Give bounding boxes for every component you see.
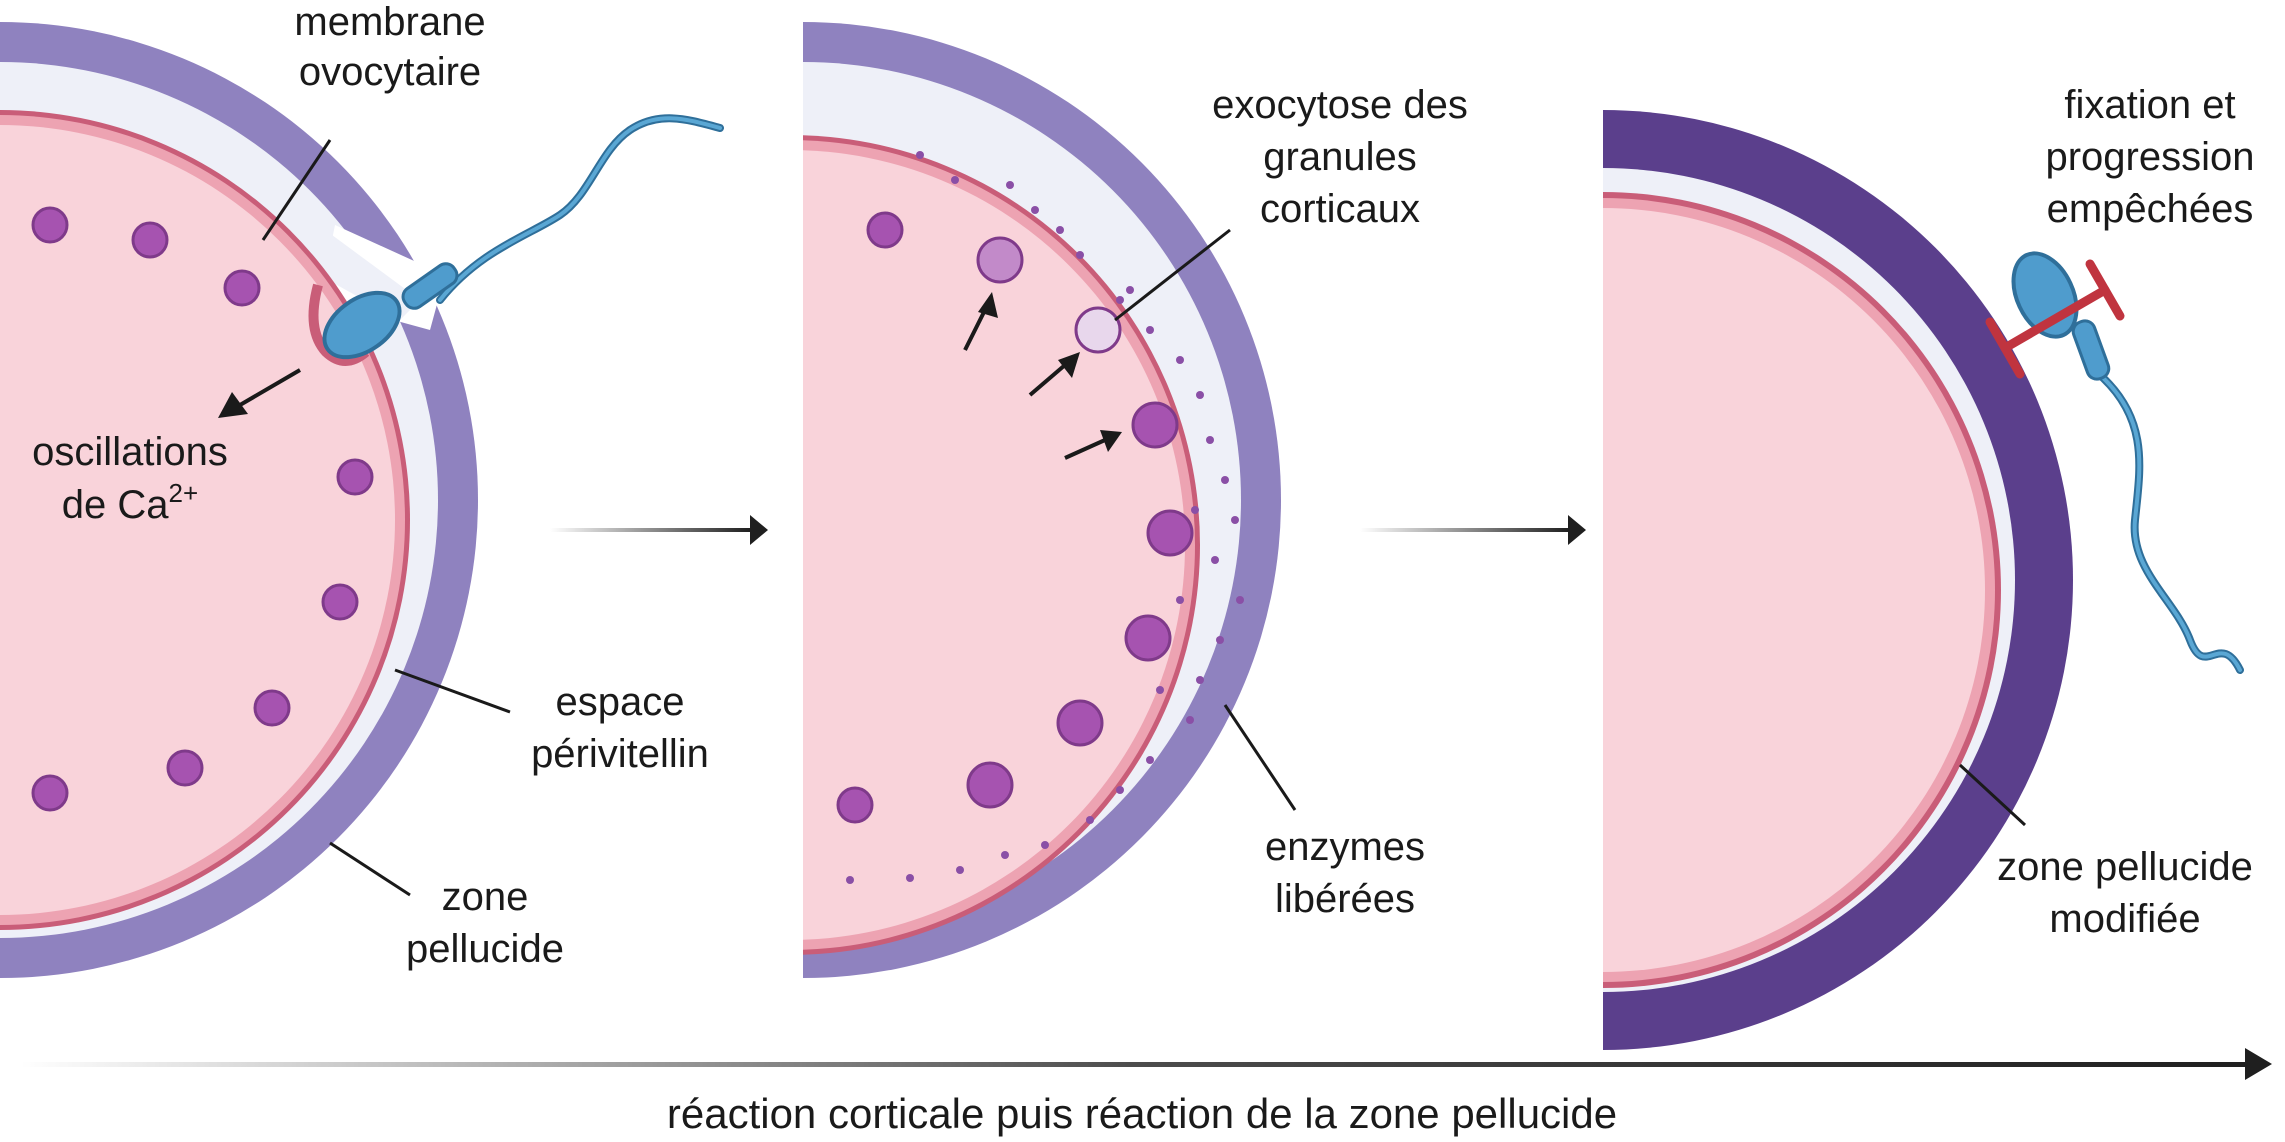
released-enzymes bbox=[846, 151, 1244, 884]
label-calcium-sup: 2+ bbox=[169, 478, 199, 508]
sperm-midpiece-1 bbox=[401, 262, 459, 310]
leader-exocytose bbox=[1114, 228, 1231, 322]
label-espace-line2: périvitellin bbox=[531, 732, 709, 776]
sperm-midpiece-3 bbox=[2071, 319, 2111, 381]
label-fixation-line1: fixation et bbox=[2064, 83, 2235, 127]
label-calcium-line1: oscillations bbox=[32, 430, 228, 474]
transition-arrow-2 bbox=[1360, 515, 1586, 545]
sperm-head-1 bbox=[322, 290, 402, 360]
panel-zona-reaction: fixation et progression empêchées zone p… bbox=[1603, 83, 2255, 1050]
leader-zone bbox=[329, 841, 411, 897]
exocytosis-arrows bbox=[963, 292, 1122, 460]
sperm-1 bbox=[322, 114, 724, 360]
timeline: réaction corticale puis réaction de la z… bbox=[20, 1048, 2272, 1137]
label-espace-line1: espace bbox=[556, 680, 685, 724]
leader-membrane bbox=[261, 139, 332, 241]
cytoplasm-1 bbox=[0, 125, 395, 915]
cytoplasm-3 bbox=[1603, 208, 1985, 972]
label-zone-line2: pellucide bbox=[406, 927, 564, 971]
timeline-label: réaction corticale puis réaction de la z… bbox=[667, 1090, 1617, 1137]
label-enzymes-line1: enzymes bbox=[1265, 825, 1425, 869]
timeline-arrow-shaft bbox=[20, 1062, 2250, 1067]
label-zone-line1: zone bbox=[442, 875, 529, 919]
label-fixation-line3: empêchées bbox=[2047, 187, 2254, 231]
exocytosing-granules bbox=[836, 211, 1194, 824]
label-exocytose-line3: corticaux bbox=[1260, 187, 1420, 231]
transition-arrow-1 bbox=[550, 515, 768, 545]
label-calcium-line2: de Ca2+ bbox=[62, 478, 198, 527]
label-calcium-prefix: de Ca bbox=[62, 483, 169, 527]
label-zone-mod-line1: zone pellucide bbox=[1997, 845, 2253, 889]
panel-fertilization: membrane ovocytaire oscillations de Ca2+… bbox=[0, 0, 724, 978]
label-membrane-line2: ovocytaire bbox=[299, 50, 481, 94]
sperm-tail-3 bbox=[2096, 371, 2244, 674]
leader-enzymes bbox=[1223, 704, 1297, 811]
label-membrane-line1: membrane bbox=[294, 0, 485, 44]
panel-cortical-reaction: exocytose des granules corticaux enzymes… bbox=[803, 22, 1468, 978]
label-exocytose-line2: granules bbox=[1263, 135, 1416, 179]
timeline-arrow-head bbox=[2245, 1048, 2272, 1080]
block-symbol bbox=[1985, 259, 2125, 379]
calcium-arrow-head bbox=[218, 392, 248, 418]
label-enzymes-line2: libérées bbox=[1275, 877, 1415, 921]
cytoplasm-2 bbox=[803, 150, 1185, 940]
label-zone-mod-line2: modifiée bbox=[2049, 897, 2200, 941]
calcium-arrow-shaft bbox=[238, 368, 302, 407]
membrane-bump bbox=[308, 283, 370, 366]
cortical-granules-1 bbox=[31, 206, 374, 812]
leader-zone-modifiee bbox=[1958, 763, 2027, 827]
leader-espace bbox=[394, 668, 511, 714]
sperm-tail-1 bbox=[436, 114, 724, 304]
label-fixation-line2: progression bbox=[2045, 135, 2254, 179]
label-exocytose-line1: exocytose des bbox=[1212, 83, 1468, 127]
